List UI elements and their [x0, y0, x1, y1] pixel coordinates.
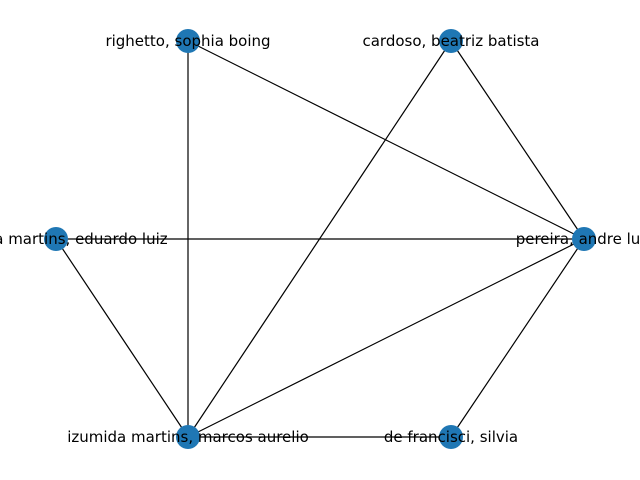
node-cardoso — [439, 29, 463, 53]
node-label-righetto: righetto, sophia boing — [105, 32, 270, 50]
node-righetto — [176, 29, 200, 53]
node-label-cardoso: cardoso, beatriz batista — [362, 32, 539, 50]
node-eduardo — [44, 227, 68, 251]
node-layer — [44, 29, 596, 449]
node-label-pereira: pereira, andre luis — [516, 230, 640, 248]
node-label-silvia: de francisci, silvia — [384, 428, 518, 446]
edge-layer — [55, 40, 585, 438]
node-marcos — [176, 425, 200, 449]
label-layer: righetto, sophia boing cardoso, beatriz b… — [0, 32, 640, 446]
edge-pereira-marcos — [187, 238, 585, 438]
edge-righetto-pereira — [187, 40, 585, 240]
node-label-eduardo: izumida martins, eduardo luiz — [0, 230, 168, 248]
node-label-marcos: izumida martins, marcos aurelio — [67, 428, 309, 446]
edge-eduardo-marcos — [55, 238, 189, 438]
edge-pereira-silvia — [450, 238, 585, 438]
node-silvia — [439, 425, 463, 449]
node-pereira — [572, 227, 596, 251]
edge-cardoso-pereira — [450, 40, 585, 240]
